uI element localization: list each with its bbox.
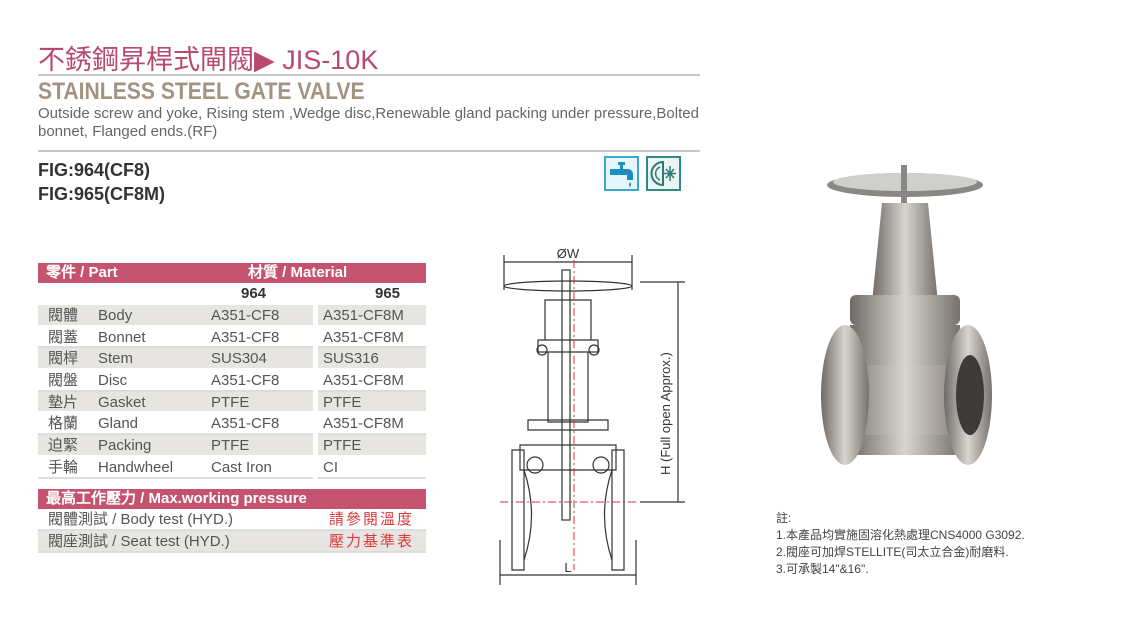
dimension-h-label: H (Full open Approx.) (658, 352, 673, 475)
material-964: A351-CF8 (211, 307, 280, 324)
dimension-l-label: L (564, 560, 571, 575)
part-zh: 閥體 (48, 307, 79, 324)
part-cell: 閥蓋 Bonnet A351-CF8 (38, 326, 313, 349)
part-en: Disc (98, 372, 128, 390)
table-row: 手輪 Handwheel Cast Iron CI (38, 456, 426, 479)
material-964: PTFE (211, 437, 250, 455)
note-item: 1.本產品均實施固溶化熱處理CNS4000 G3092. (776, 528, 1025, 542)
header-material: 材質 / Material (248, 264, 348, 281)
material-965: CI (318, 456, 426, 479)
col-964: 964 (241, 285, 267, 302)
part-zh: 手輪 (48, 458, 79, 476)
part-zh: 閥蓋 (48, 328, 79, 346)
temperature-hot-cold-icon (646, 156, 681, 191)
part-cell: 迫緊 Packing PTFE (38, 435, 313, 457)
part-zh: 墊片 (48, 393, 79, 411)
note-item: 3.可承製14"&16". (776, 562, 869, 576)
material-965: SUS316 (318, 348, 426, 371)
material-965: A351-CF8M (318, 370, 426, 392)
part-en: Body (98, 307, 133, 324)
page-title: 不銹鋼昇桿式閘閥▶ JIS-10K (38, 38, 378, 77)
part-cell: 手輪 Handwheel Cast Iron (38, 456, 313, 479)
part-en: Gasket (98, 393, 146, 411)
notes-title: 註: (776, 511, 792, 525)
part-en: Bonnet (98, 328, 146, 346)
title-zh: 不銹鋼昇桿式閘閥 (38, 45, 254, 75)
table-row: 閥盤 Disc A351-CF8 A351-CF8M (38, 370, 426, 392)
material-964: A351-CF8 (211, 415, 280, 433)
valve-product-photo (821, 165, 992, 465)
note-item: 2.閥座可加焊STELLITE(司太立合金)耐磨料. (776, 545, 1009, 559)
pressure-header: 最高工作壓力 / Max.working pressure (38, 488, 426, 509)
material-964: A351-CF8 (211, 328, 280, 346)
part-zh: 迫緊 (48, 437, 79, 455)
notes: 註: 1.本產品均實施固溶化熱處理CNS4000 G3092. 2.閥座可加焊S… (776, 510, 1025, 578)
table-row: 格蘭 Gland A351-CF8 A351-CF8M (38, 413, 426, 436)
material-964: Cast Iron (211, 458, 272, 476)
material-965: A351-CF8M (318, 326, 426, 349)
pressure-label: 閥體測試 / Body test (HYD.) (48, 510, 234, 528)
table-header: 零件 / Part 材質 / Material (38, 263, 426, 283)
material-965: A351-CF8M (318, 305, 426, 327)
material-965: PTFE (318, 435, 426, 457)
part-en: Packing (98, 437, 152, 455)
table-row: 墊片 Gasket PTFE PTFE (38, 391, 426, 414)
pressure-value: 壓力基準表 (328, 532, 414, 550)
material-965: A351-CF8M (318, 413, 426, 436)
table-subheader: 964 965 (38, 283, 426, 305)
fig-964: FIG:964(CF8) (38, 160, 151, 180)
part-zh: 格蘭 (48, 415, 79, 433)
title-arrow: ▶ (254, 45, 275, 75)
divider (38, 74, 700, 76)
header-part: 零件 / Part (46, 264, 118, 281)
divider (38, 150, 700, 152)
part-cell: 墊片 Gasket PTFE (38, 391, 313, 414)
part-cell: 格蘭 Gland A351-CF8 (38, 413, 313, 436)
product-description: Outside screw and yoke, Rising stem ,Wed… (38, 105, 699, 140)
part-en: Gland (98, 415, 139, 433)
pressure-header-label: 最高工作壓力 / Max.working pressure (46, 489, 307, 507)
dimension-w-label: ØW (557, 246, 580, 261)
material-964: SUS304 (211, 350, 267, 368)
water-tap-icon (604, 156, 639, 191)
title-standard: JIS-10K (282, 45, 379, 75)
col-965: 965 (375, 285, 401, 302)
pressure-row: 閥座測試 / Seat test (HYD.) 壓力基準表 (38, 530, 426, 553)
pressure-value: 請參閱溫度 (328, 510, 414, 528)
table-row: 閥桿 Stem SUS304 SUS316 (38, 348, 426, 371)
table-row: 閥體 Body A351-CF8 A351-CF8M (38, 305, 426, 327)
material-964: A351-CF8 (211, 372, 280, 390)
table-row: 迫緊 Packing PTFE PTFE (38, 435, 426, 457)
fig-965: FIG:965(CF8M) (38, 184, 166, 204)
part-cell: 閥體 Body A351-CF8 (38, 305, 313, 327)
material-965: PTFE (318, 391, 426, 414)
pressure-label: 閥座測試 / Seat test (HYD.) (48, 532, 230, 550)
part-cell: 閥桿 Stem SUS304 (38, 348, 313, 371)
pressure-row: 閥體測試 / Body test (HYD.) 請參閱溫度 (38, 509, 426, 531)
part-zh: 閥盤 (48, 372, 79, 390)
table-row: 閥蓋 Bonnet A351-CF8 A351-CF8M (38, 326, 426, 349)
valve-dimension-drawing: ØW L H (Full open Approx.) (499, 246, 685, 585)
part-cell: 閥盤 Disc A351-CF8 (38, 370, 313, 392)
part-en: Handwheel (98, 458, 174, 476)
material-964: PTFE (211, 393, 250, 411)
english-title: STAINLESS STEEL GATE VALVE (38, 78, 365, 105)
part-zh: 閥桿 (48, 350, 79, 368)
part-en: Stem (98, 350, 134, 368)
